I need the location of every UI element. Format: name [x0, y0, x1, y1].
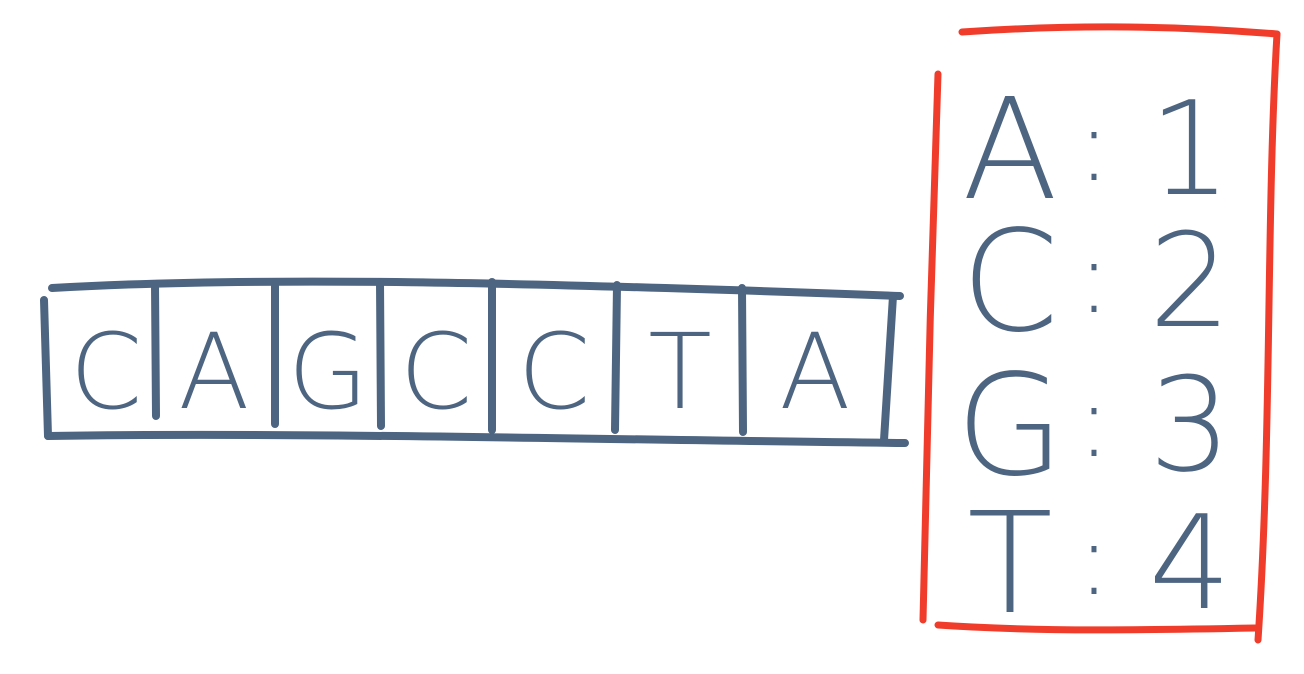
- sequence-letter-3: G: [288, 311, 369, 433]
- mapping-separator: :: [1077, 501, 1111, 618]
- mapping-letter: A: [962, 69, 1058, 232]
- mapping-box-bottom: [934, 621, 1259, 634]
- mapping-separator: :: [1077, 87, 1111, 204]
- mapping-letter: G: [956, 345, 1065, 508]
- sequence-letter-6: T: [648, 311, 712, 433]
- mapping-letter: T: [967, 483, 1053, 646]
- mapping-box-right: [1254, 30, 1281, 644]
- mapping-separator: :: [1077, 219, 1111, 336]
- sequence-letter-4: C: [400, 311, 473, 433]
- mapping-rows: A:1C:2G:3T:4: [956, 69, 1232, 646]
- mapping-box-left: [919, 70, 942, 624]
- mapping-row-g: G:3: [956, 345, 1232, 508]
- mapping-value: 2: [1149, 205, 1232, 357]
- strip-right-edge: [880, 292, 897, 444]
- cell-divider-3: [376, 278, 385, 430]
- cell-divider-1: [151, 280, 160, 420]
- mapping-row-c: C:2: [961, 201, 1231, 364]
- mapping-value: 4: [1149, 487, 1232, 639]
- sequence-letter-1: C: [70, 311, 143, 433]
- mapping-separator: :: [1077, 363, 1111, 480]
- mapping-value: 1: [1149, 73, 1232, 225]
- cell-divider-6: [738, 284, 747, 436]
- cell-divider-5: [611, 281, 621, 434]
- mapping-value: 3: [1149, 349, 1232, 501]
- mapping-row-a: A:1: [962, 69, 1231, 232]
- sequence-dividers: [151, 278, 747, 436]
- mapping-box-top: [958, 23, 1281, 38]
- strip-left-edge: [40, 296, 52, 440]
- mapping-row-t: T:4: [967, 483, 1231, 646]
- sequence-letter-2: A: [178, 311, 249, 433]
- sequence-letter-5: C: [518, 311, 591, 433]
- mapping-letter: C: [961, 201, 1059, 364]
- sequence-strip: [40, 277, 909, 447]
- strip-bottom-edge: [44, 430, 909, 447]
- strip-top-edge: [48, 277, 904, 300]
- sequence-letter-7: A: [779, 311, 850, 433]
- mapping-box: [919, 23, 1281, 644]
